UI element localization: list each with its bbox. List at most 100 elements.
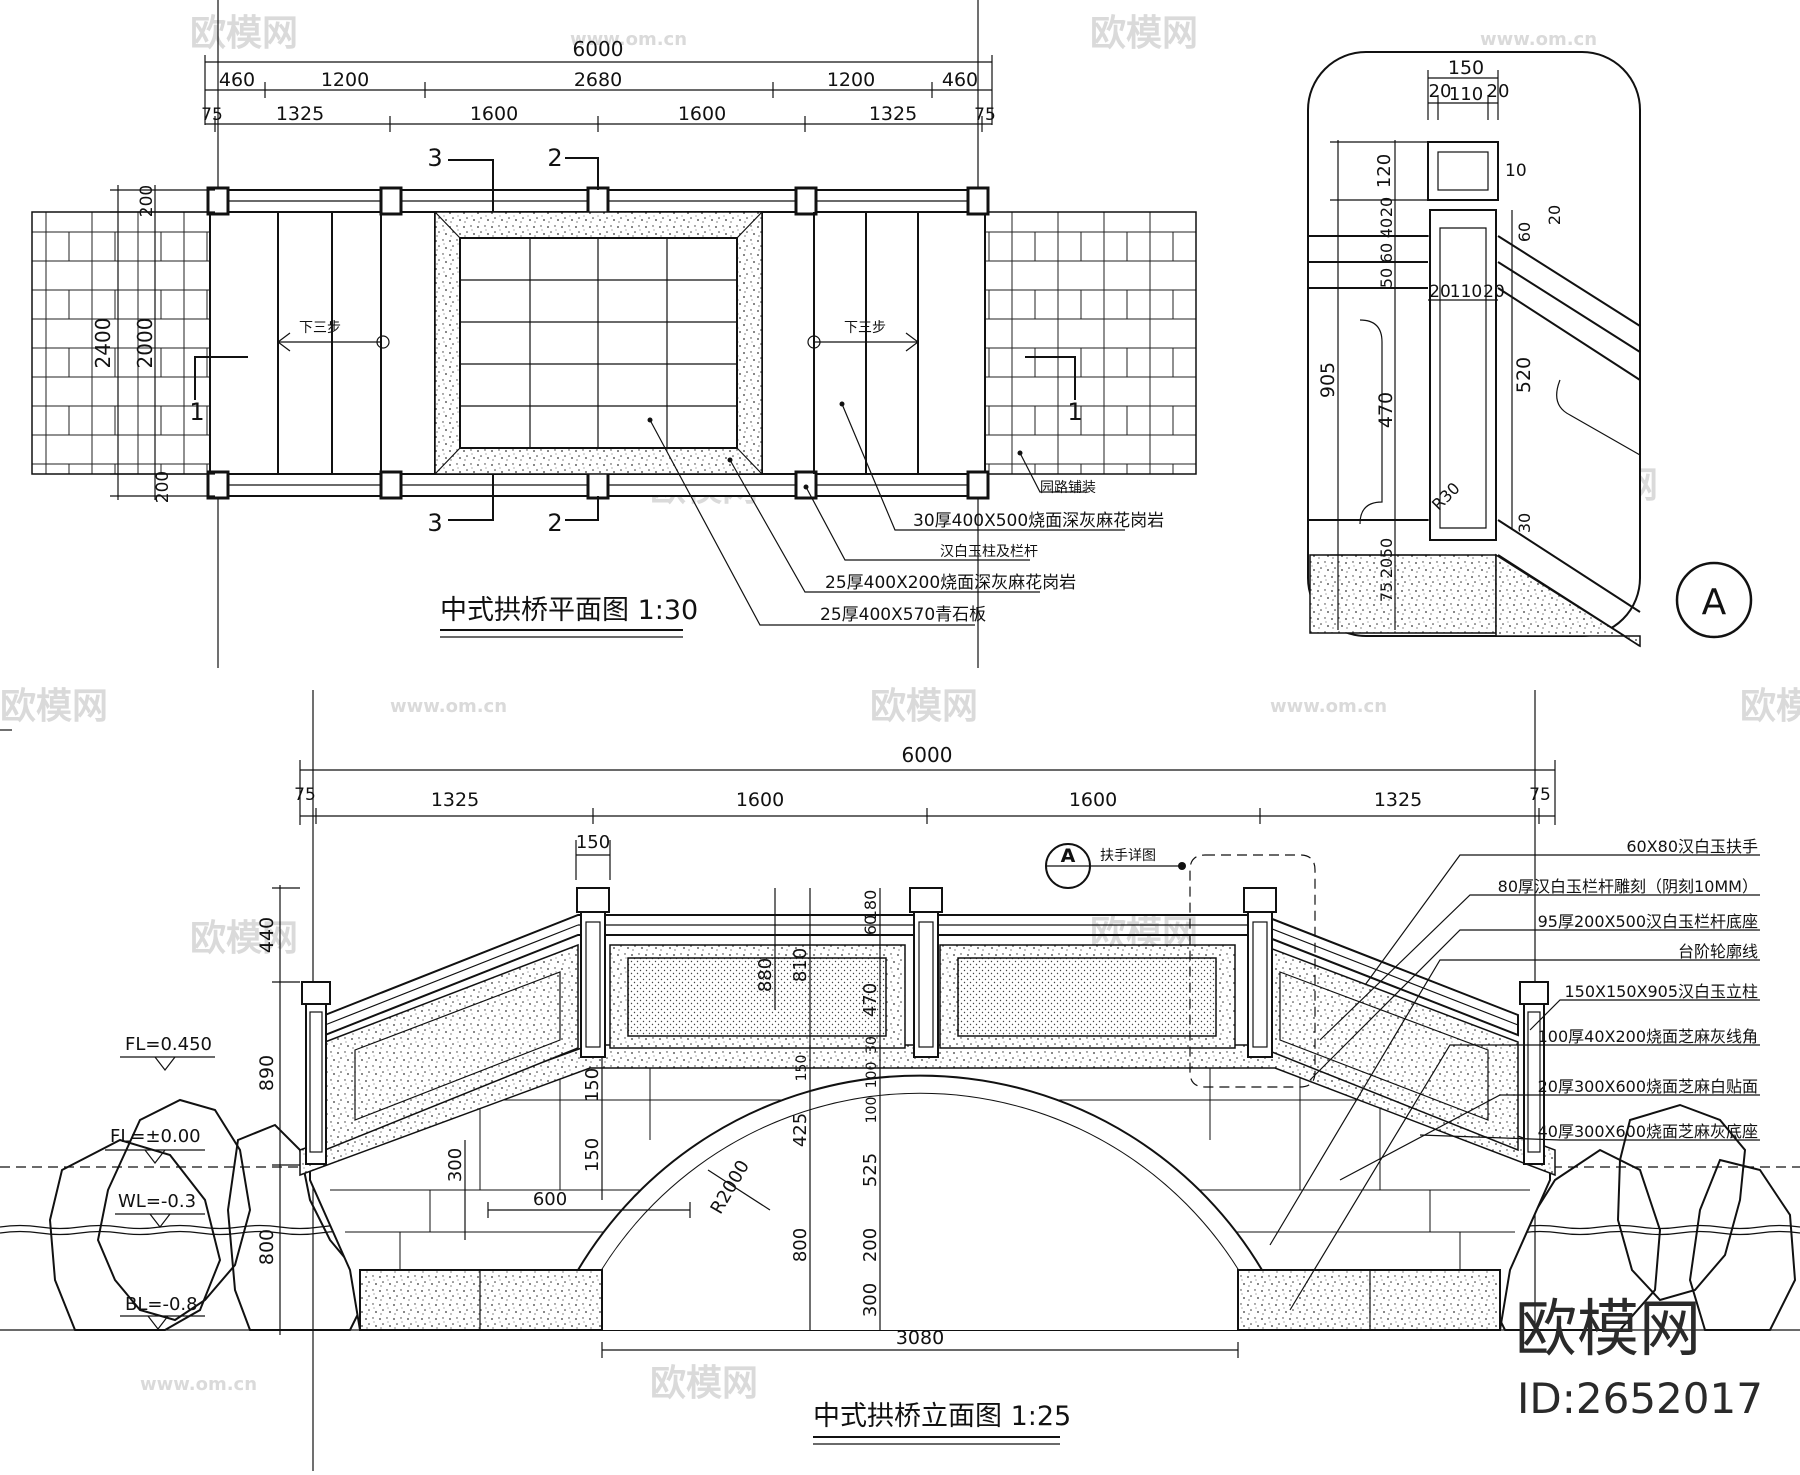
asset-id: ID:2652017 — [1517, 1374, 1763, 1423]
dim-label: 10 — [1505, 161, 1527, 181]
section-mark: 3 — [427, 509, 442, 537]
dim-label: 200 — [137, 185, 157, 217]
callout-label: 汉白玉柱及栏杆 — [940, 544, 1038, 560]
post — [909, 887, 943, 1058]
callout-label: 25厚400X200烧面深灰麻花岗岩 — [825, 573, 1076, 593]
dim-label: 75 — [201, 105, 223, 125]
dim-label: 2680 — [574, 69, 622, 91]
dim-label: 200 — [153, 471, 173, 503]
dim-label: 50 — [1377, 268, 1396, 288]
callout-label: 40厚300X600烧面芝麻灰底座 — [1538, 1122, 1758, 1141]
dim-label: 460 — [219, 69, 255, 91]
callout-label: 150X150X905汉白玉立柱 — [1564, 982, 1758, 1001]
dim-label: 880 — [755, 958, 776, 992]
dim-label: 150 — [576, 832, 610, 853]
detail-a: 150 20 110 20 20 110 20 — [1307, 51, 1753, 648]
level-label: FL=±0.00 — [110, 1126, 201, 1147]
dim-label: 20 — [1483, 282, 1505, 302]
watermark-brand: 欧模网 — [1740, 686, 1800, 727]
dim-label: 1200 — [321, 69, 369, 91]
dim-label: 150 — [794, 1055, 810, 1082]
callout-label: 园路铺装 — [1040, 480, 1096, 496]
dim-label: 6000 — [573, 37, 624, 61]
dim-label: 1600 — [736, 789, 784, 811]
dim-label: 460 — [942, 69, 978, 91]
watermark-url: www.om.cn — [140, 1374, 257, 1395]
detail-ref-label: A — [1061, 845, 1076, 867]
detail-bubble — [1675, 561, 1753, 639]
dim-label: 150 — [1448, 57, 1484, 79]
elev-callouts: 60X80汉白玉扶手 80厚汉白玉栏杆雕刻（阴刻10MM） 95厚200X500… — [1269, 837, 1760, 1311]
plan-view: 6000 460 1200 2680 1200 460 75 1325 1600… — [31, 37, 1197, 638]
dim-label: 1325 — [869, 103, 917, 125]
dim-label: 75 — [974, 105, 996, 125]
watermark-brand: 欧模网 — [190, 13, 298, 54]
dim-label: 150 — [582, 1138, 603, 1172]
post — [576, 887, 610, 1058]
elev-dim-span: 3080 — [601, 1327, 1239, 1358]
elev-posts — [301, 887, 1549, 1165]
dim-label: 75 — [1529, 785, 1551, 805]
dim-label: 810 — [790, 948, 811, 982]
level-label: WL=-0.3 — [118, 1191, 196, 1212]
elevation-view: 6000 75 1325 1600 1600 1325 75 150 — [0, 743, 1800, 1445]
dim-label: 20 — [1487, 81, 1510, 102]
dim-label: 75 — [1377, 582, 1396, 602]
callout-label: 台阶轮廓线 — [1678, 942, 1758, 961]
watermark-url: www.om.cn — [570, 29, 687, 50]
watermark-brand: 欧模网 — [650, 1363, 758, 1404]
post-shaft — [1429, 209, 1497, 541]
dim-label: 800 — [790, 1228, 811, 1262]
dim-label: 1600 — [470, 103, 518, 125]
elev-dim-post: 150 — [575, 832, 611, 880]
dim-label: 300 — [860, 1283, 881, 1317]
dim-label: 6000 — [902, 743, 953, 767]
callout-label: 60X80汉白玉扶手 — [1626, 837, 1758, 856]
plan-callouts: 园路铺装 30厚400X500烧面深灰麻花岗岩 汉白玉柱及栏杆 25厚400X2… — [647, 401, 1164, 626]
section-mark: 1 — [1067, 398, 1082, 426]
dim-label: 1325 — [1374, 789, 1422, 811]
post — [1243, 887, 1277, 1058]
corner-branding: 欧模网 ID:2652017 — [1515, 1292, 1763, 1423]
dim-label: 440 — [256, 917, 278, 953]
section-marks: 3 2 3 2 1 1 — [189, 144, 1082, 537]
dim-label: 525 — [860, 1153, 881, 1187]
dim-label: 1325 — [276, 103, 324, 125]
callout-label: 100厚40X200烧面芝麻灰线角 — [1538, 1027, 1758, 1046]
dim-label: 30 — [1515, 513, 1534, 533]
elev-dims-left: 440 890 800 — [256, 885, 300, 1335]
dim-label: 60 — [1377, 243, 1396, 263]
dim-label: 30 — [864, 1036, 880, 1054]
level-label: FL=0.450 — [125, 1034, 212, 1055]
arrow-label: 下三步 — [844, 320, 886, 336]
abutment-right — [1237, 1269, 1501, 1331]
post — [1519, 981, 1549, 1165]
dim-label: 110 — [1449, 84, 1483, 105]
dim-label: 300 — [445, 1148, 466, 1182]
elev-dims-inner: 150 150 300 600 — [445, 1058, 691, 1240]
detail-bubble-label: A — [1702, 582, 1727, 623]
plan-dims-left: 200 2400 2000 200 — [91, 185, 215, 503]
dim-label: 20 — [1377, 558, 1396, 578]
callout-label: 80厚汉白玉栏杆雕刻（阴刻10MM） — [1498, 877, 1758, 896]
elev-dim-total: 6000 — [299, 743, 1556, 825]
brand-logo-text: 欧模网 — [1515, 1292, 1701, 1365]
dim-label: 1600 — [678, 103, 726, 125]
detail-ref-text: 扶手详图 — [1100, 848, 1156, 864]
dim-label: 20 — [1377, 197, 1396, 217]
watermark-url: www.om.cn — [1270, 696, 1387, 717]
section-mark: 2 — [547, 144, 562, 172]
watermark-url: www.om.cn — [390, 696, 507, 717]
dim-label: 1325 — [431, 789, 479, 811]
watermark-brand: 欧模网 — [870, 686, 978, 727]
callout-label: 95厚200X500汉白玉栏杆底座 — [1538, 912, 1758, 931]
section-mark: 2 — [547, 509, 562, 537]
plan-title: 中式拱桥平面图 1:30 — [440, 595, 698, 626]
abutment-left — [359, 1269, 603, 1331]
dim-label: 3080 — [896, 1327, 944, 1349]
dim-label: 600 — [533, 1189, 567, 1210]
dim-label: 120 — [1374, 154, 1395, 188]
section-mark: 3 — [427, 144, 442, 172]
